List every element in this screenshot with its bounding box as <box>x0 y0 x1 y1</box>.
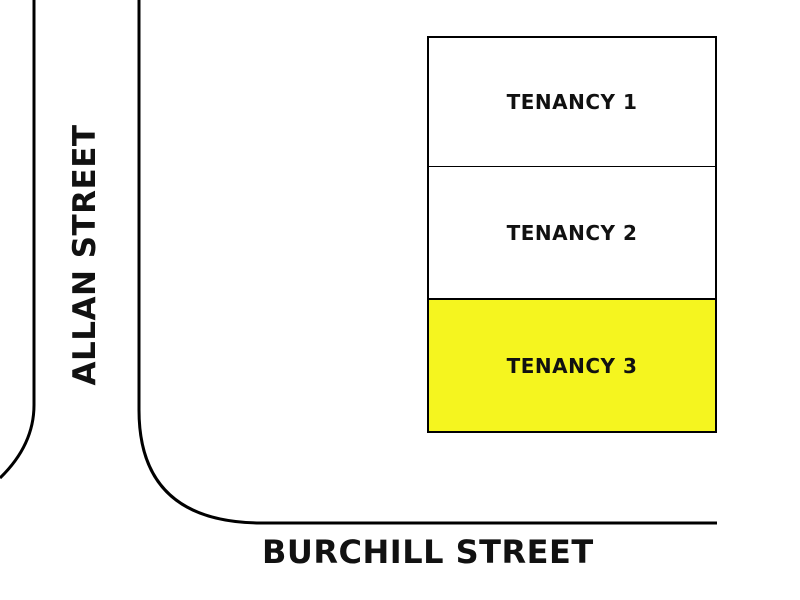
tenancy-2[interactable]: TENANCY 2 <box>427 166 717 300</box>
tenancy-3[interactable]: TENANCY 3 <box>427 298 717 433</box>
allan-street-left-curb <box>0 0 36 480</box>
tenancy-2-label: TENANCY 2 <box>506 220 638 245</box>
allan-street-label: ALLAN STREET <box>67 124 103 386</box>
corner-curb <box>137 0 717 525</box>
burchill-street-label: BURCHILL STREET <box>262 533 594 571</box>
tenancy-1[interactable]: TENANCY 1 <box>427 36 717 168</box>
tenancy-1-label: TENANCY 1 <box>506 90 638 114</box>
tenancy-3-label: TENANCY 3 <box>506 353 638 378</box>
